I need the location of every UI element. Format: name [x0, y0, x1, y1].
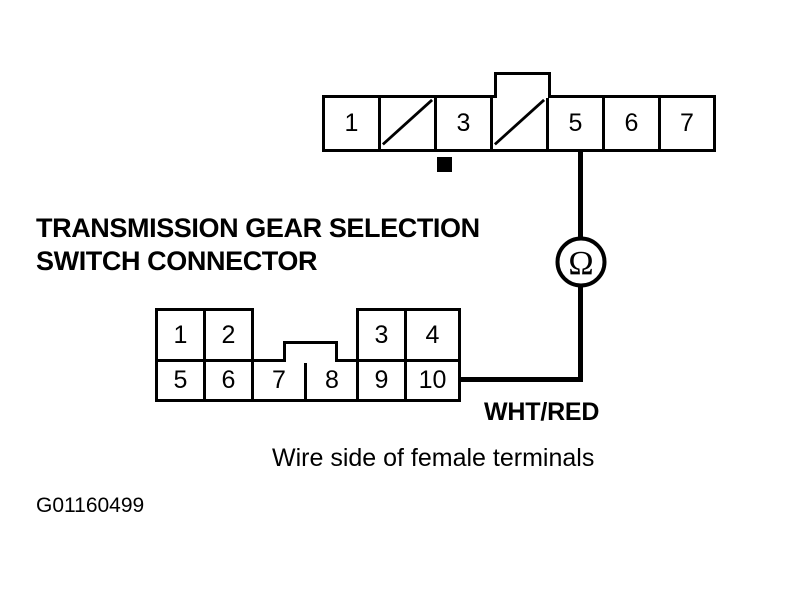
- ohmmeter-symbol: Ω: [555, 236, 607, 288]
- upper-cavity-6: 6: [605, 98, 661, 149]
- figure-id-label: G01160499: [36, 494, 145, 517]
- lower-cavity-8: 8: [304, 359, 360, 402]
- lower-cavity-6-label: 6: [221, 366, 236, 394]
- lower-cavity-6: 6: [203, 359, 254, 402]
- lower-cavity-9: 9: [356, 359, 407, 402]
- lower-cavity-7: 7: [251, 359, 307, 402]
- wire-segment-meter-to-corner: [578, 286, 583, 382]
- blank-cavity-slash-icon: [493, 98, 546, 146]
- lower-cavity-4-label: 4: [425, 320, 440, 349]
- wire-segment-corner-to-pin10: [459, 377, 583, 382]
- upper-cavity-5: 5: [549, 98, 605, 149]
- lower-connector-locking-tab-opening: [286, 357, 335, 363]
- lower-cavity-1-label: 1: [173, 320, 188, 349]
- upper-cavity-3-label: 3: [456, 109, 471, 137]
- lower-cavity-10-label: 10: [418, 366, 447, 394]
- wire-color-label: WHT/RED: [484, 398, 600, 426]
- upper-cavity-7: 7: [661, 98, 713, 149]
- lower-cavity-9-label: 9: [374, 366, 389, 394]
- lower-cavity-3-label: 3: [374, 320, 389, 349]
- upper-cavity-6-label: 6: [624, 109, 639, 137]
- lower-cavity-4: 4: [404, 308, 461, 362]
- lower-cavity-1: 1: [155, 308, 206, 362]
- upper-cavity-1-label: 1: [344, 109, 359, 137]
- upper-cavity-3: 3: [437, 98, 493, 149]
- lower-cavity-5: 5: [155, 359, 206, 402]
- upper-cavity-5-label: 5: [568, 109, 583, 137]
- lower-connector-body: 1 2 3 4 5 6 7 8 9 10: [155, 308, 461, 402]
- upper-cavity-4-blank: [493, 98, 549, 149]
- lower-connector-locking-tab: [283, 341, 338, 362]
- figure-caption: Wire side of female terminals: [272, 444, 595, 472]
- wire-segment-pin5-to-meter: [578, 150, 583, 238]
- upper-cavity-2-blank: [381, 98, 437, 149]
- lower-cavity-7-label: 7: [272, 366, 286, 394]
- upper-cavity-1: 1: [325, 98, 381, 149]
- upper-cavity-7-label: 7: [680, 109, 694, 137]
- connector-name-label: TRANSMISSION GEAR SELECTION SWITCH CONNE…: [36, 213, 480, 276]
- lower-cavity-2-label: 2: [221, 320, 236, 349]
- ohm-glyph: Ω: [568, 245, 593, 282]
- upper-connector-locking-tab-opening: [497, 93, 548, 98]
- upper-connector-body: 1 3 5 6 7: [322, 95, 716, 152]
- lower-cavity-5-label: 5: [173, 366, 188, 394]
- terminal-marker-square-icon: [437, 157, 452, 172]
- lower-cavity-2: 2: [203, 308, 254, 362]
- lower-cavity-8-label: 8: [325, 366, 339, 394]
- blank-cavity-slash-icon: [381, 98, 434, 146]
- lower-cavity-10: 10: [404, 359, 461, 402]
- lower-cavity-3: 3: [356, 308, 407, 362]
